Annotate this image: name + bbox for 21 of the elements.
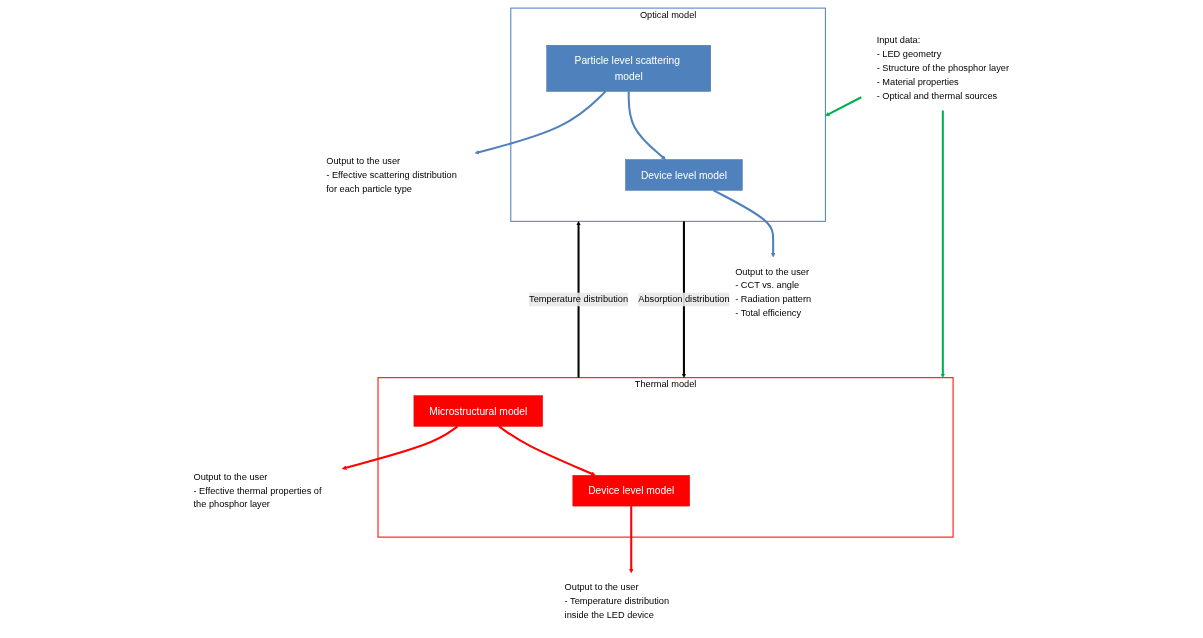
edge-label: Absorption distribution: [638, 294, 730, 305]
arrow: [342, 425, 459, 470]
node-text: Output to the user - Effective thermal properties of the phosphor layer: [193, 471, 322, 510]
node-box: Device level model: [572, 475, 691, 507]
arrow: [627, 91, 667, 160]
arrow: [940, 110, 946, 378]
arrow: [629, 506, 634, 574]
node-text: Output to the user - CCT vs. angle - Radiation pattern - Total efficiency: [735, 266, 812, 319]
node-box: Particle level scattering model: [546, 45, 712, 92]
node-box: Device level model: [625, 159, 743, 191]
arrow: [576, 221, 582, 378]
arrow: [681, 221, 687, 378]
arrow: [713, 189, 776, 258]
arrow: [498, 425, 596, 476]
edge-label: Temperature distribution: [529, 294, 629, 305]
arrow: [825, 96, 863, 117]
node-text: Input data: - LED geometry - Structure of the phosphor layer - Material properties - Optical and thermal sources: [876, 35, 1010, 101]
arrow: [474, 90, 607, 155]
node-text: Output to the user - Effective scattering distribution for each particle type: [326, 155, 458, 194]
node-text: Output to the user - Temperature distribution inside the LED device: [564, 582, 670, 621]
node-box: Microstructural model: [413, 395, 544, 427]
